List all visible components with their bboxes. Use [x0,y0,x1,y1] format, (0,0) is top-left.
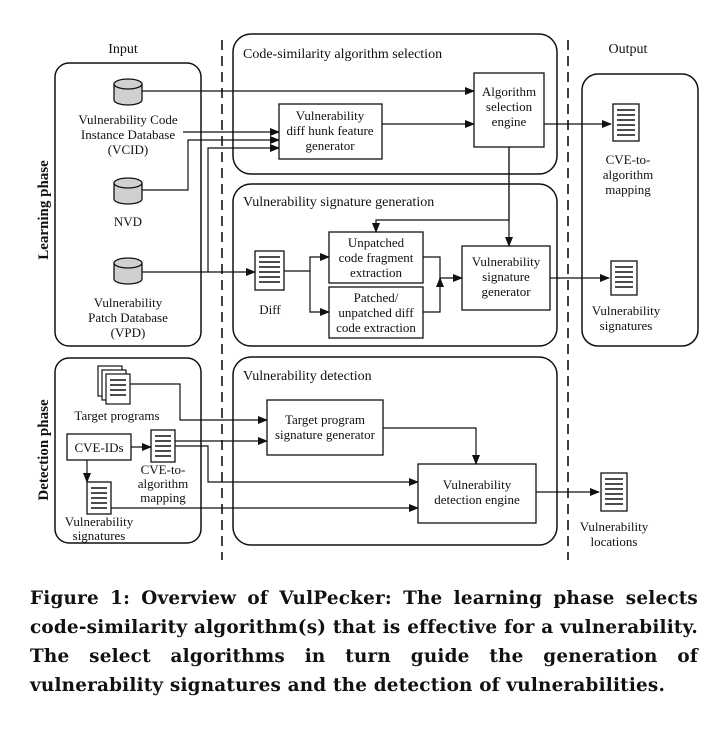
diff-hunk-line2: diff hunk feature [286,123,373,138]
input-detection-panel [54,357,202,544]
learning-phase-label: Learning phase [36,160,52,260]
target-signature-generator-box [266,399,384,456]
vpd-label-line3: (VPD) [111,325,146,340]
unpatched-line2: code fragment [339,250,414,265]
arrow-target-programs-to-target-sig [130,383,268,424]
output-panel [581,73,699,347]
cve-mapping-input-document-icon [150,429,176,463]
cve-map-in-line2: algorithm [138,476,189,491]
vuln-locations-document-icon [600,472,628,512]
alg-engine-line3: engine [492,114,527,129]
target-sig-line2: signature generator [275,427,376,442]
code-similarity-panel [232,33,558,175]
vuln-sigs-in-line1: Vulnerability [65,514,134,529]
figure-caption: Figure 1: Overview of VulPecker: The lea… [30,588,698,696]
detection-panel [232,356,558,546]
vuln-locations-line2: locations [591,534,638,549]
arrow-alg-engine-to-unpatched [372,147,510,233]
output-header: Output [609,42,648,57]
vuln-signatures-output-document-icon [610,260,638,296]
vuln-sigs-out-line2: signatures [600,318,653,333]
cve-map-in-line1: CVE-to- [141,462,186,477]
vcid-label-line3: (VCID) [108,142,148,157]
sig-gen-line2: signature [482,269,530,284]
diff-document-icon [254,250,285,291]
input-learning-panel [54,62,202,347]
vcid-database-icon [113,78,143,106]
arrow-diff-to-patched [309,271,330,316]
detection-engine-box [417,463,537,524]
diff-hunk-generator-box [278,103,383,160]
target-programs-document-icon [97,365,131,405]
vuln-sigs-out-line1: Vulnerability [592,303,661,318]
cve-map-in-line3: mapping [140,490,186,505]
signature-generation-panel [232,183,558,347]
patched-line1: Patched/ [354,290,399,305]
unpatched-line3: extraction [350,265,402,280]
vuln-signatures-input-document-icon [86,481,112,515]
nvd-database-icon [113,177,143,205]
cve-ids-label: CVE-IDs [74,440,123,455]
arrow-vpd-to-diff-hunk [142,144,280,273]
connectors [83,87,612,512]
diff-hunk-line3: generator [305,138,355,153]
sig-gen-line1: Vulnerability [472,254,541,269]
cve-ids-box [66,433,132,461]
sig-gen-line3: generator [481,284,531,299]
target-programs-label: Target programs [74,408,159,423]
diff-hunk-line1: Vulnerability [296,108,365,123]
arrow-nvd-to-diff-hunk [142,136,280,191]
arrow-unpatched-to-sig-gen [423,256,463,282]
section-title-signature-generation: Vulnerability signature generation [243,195,434,210]
section-title-detection: Vulnerability detection [243,369,372,384]
diagram-canvas: Input Output Learning phase Detection ph… [36,33,699,560]
cve-map-out-line3: mapping [605,182,651,197]
alg-engine-line2: selection [486,99,533,114]
det-engine-line2: detection engine [434,492,520,507]
vuln-locations-line1: Vulnerability [580,519,649,534]
target-sig-line1: Target program [285,412,365,427]
nvd-label: NVD [114,214,142,229]
cve-map-out-line2: algorithm [603,167,654,182]
section-title-code-similarity: Code-similarity algorithm selection [243,47,442,62]
patched-line3: code extraction [336,320,416,335]
alg-engine-line1: Algorithm [482,84,536,99]
arrow-target-sig-to-detection-engine [383,427,480,465]
vcid-label-line2: Instance Database [81,127,175,142]
vcid-label-line1: Vulnerability Code [78,112,177,127]
detection-phase-label: Detection phase [36,399,52,501]
vpd-label-line1: Vulnerability [94,295,163,310]
diff-label: Diff [259,302,281,317]
vpd-database-icon [113,257,143,285]
arrow-patched-to-sig-gen [423,277,444,313]
patched-line2: unpatched diff [338,305,414,320]
arrow-cve-map-to-detection-engine [175,445,419,486]
arrow-diff-to-unpatched [284,253,330,272]
algorithm-selection-engine-box [473,72,545,148]
input-header: Input [108,42,138,57]
unpatched-line1: Unpatched [348,235,405,250]
vuln-sigs-in-line2: signatures [73,528,126,543]
det-engine-line1: Vulnerability [443,477,512,492]
cve-map-out-line1: CVE-to- [606,152,651,167]
cve-mapping-output-document-icon [612,103,640,142]
vpd-label-line2: Patch Database [88,310,168,325]
